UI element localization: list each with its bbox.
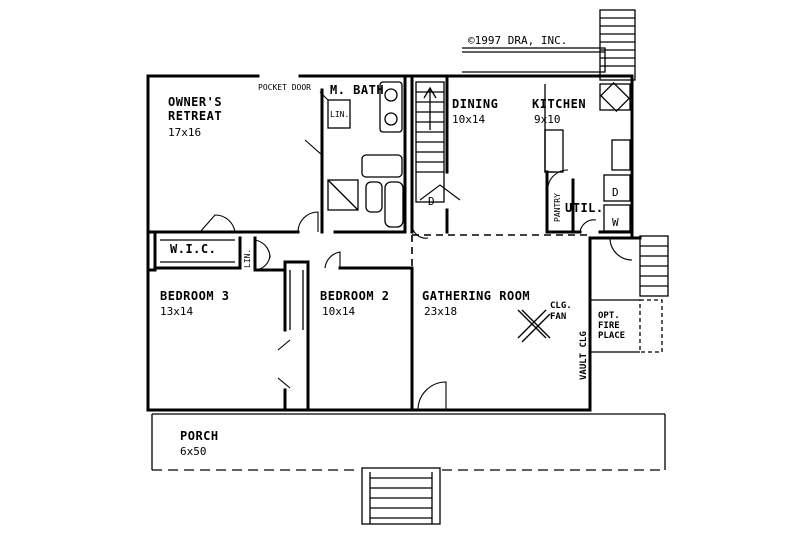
dryer-mark: D [428,195,435,208]
fireplace-label-3: PLACE [598,331,625,341]
kitchen-label: KITCHEN [532,97,586,111]
exterior-walls [146,74,642,412]
kitchen-fixtures: D W [544,81,631,232]
front-steps [361,467,441,525]
ceiling-fan-label-2: FAN [550,312,566,322]
owners-retreat-label-2: RETREAT [168,109,222,123]
bedroom3-label: BEDROOM 3 [160,289,230,303]
wic-label: W.I.C. [170,242,216,256]
master-bath-fixtures: LIN. [327,81,404,228]
porch-label: PORCH [180,429,219,443]
master-bath-label: M. BATH [330,83,384,97]
porch-size: 6x50 [180,445,207,458]
fireplace-label-1: OPT. [598,311,620,321]
rear-stairs [599,9,636,81]
vault-ceiling-label: VAULT CLG [579,331,589,380]
gathering-room-label: GATHERING ROOM [422,289,530,303]
fireplace-label-2: FIRE [598,321,620,331]
utility-label: UTIL. [565,201,604,215]
rear-deck: ©1997 DRA, INC. [462,9,636,81]
bedroom2-label: BEDROOM 2 [320,289,390,303]
bedroom3-size: 13x14 [160,305,193,318]
owners-retreat-label-1: OWNER'S [168,95,222,109]
pocket-door-label: POCKET DOOR [258,83,311,92]
wic-closet [160,239,304,330]
washer-label: W [612,216,619,229]
fireplace-icon [639,299,663,353]
open-plan-lines [411,234,590,268]
gathering-room-size: 23x18 [424,305,457,318]
dryer-label: D [612,186,619,199]
door-swings [199,91,633,411]
side-stairs [639,235,669,297]
interior-walls [146,74,634,412]
porch [151,413,666,525]
dining-size: 10x14 [452,113,485,126]
dining-label: DINING [452,97,498,111]
ceiling-fan-icon [517,309,551,343]
bath-linen-label: LIN. [330,110,349,119]
pantry-label: PANTRY [553,193,562,222]
copyright-text: ©1997 DRA, INC. [468,34,567,47]
bedroom2-size: 10x14 [322,305,355,318]
owners-retreat-size: 17x16 [168,126,201,139]
hall-linen-label: LIN. [243,249,252,268]
ceiling-fan-label-1: CLG. [550,301,572,311]
interior-stairs: D [415,81,461,208]
kitchen-size: 9x10 [534,113,561,126]
